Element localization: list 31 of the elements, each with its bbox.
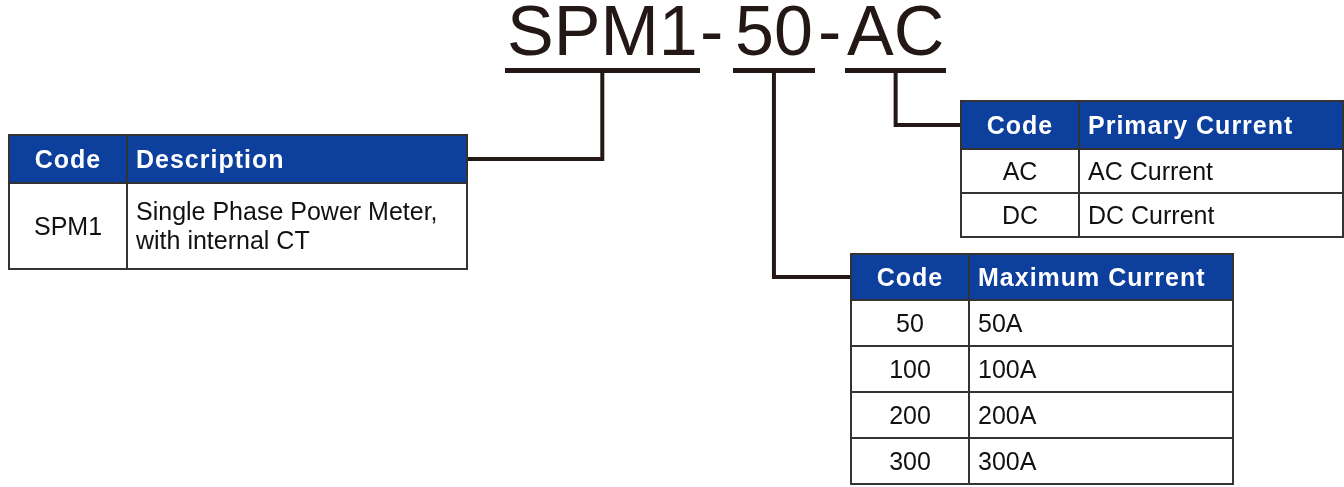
table-header-cell: Description (127, 135, 467, 183)
table-cell: 200 (851, 392, 969, 438)
table-cell: 100 (851, 346, 969, 392)
table-header-cell: Primary Current (1079, 101, 1343, 149)
table-cell: 50A (969, 300, 1233, 346)
table-cell: SPM1 (9, 183, 127, 269)
leader-line (468, 73, 605, 161)
leader-line (893, 73, 960, 127)
table-cell: 200A (969, 392, 1233, 438)
table-cell: DC Current (1079, 193, 1343, 237)
separator-text: - (700, 0, 724, 68)
table-cell: 100A (969, 346, 1233, 392)
table-header-cell: Code (851, 254, 969, 300)
leader-line (771, 73, 850, 279)
code-table (8, 134, 468, 270)
table-cell: 300 (851, 438, 969, 484)
separator-text: - (818, 0, 842, 68)
table-cell: DC (961, 193, 1079, 237)
code-segment: 50 (733, 0, 815, 73)
table-header-cell: Maximum Current (969, 254, 1233, 300)
code-segment: AC (845, 0, 947, 73)
table-cell: 300A (969, 438, 1233, 484)
table-header-cell: Code (9, 135, 127, 183)
code-segment: SPM1 (505, 0, 700, 73)
code-table (850, 253, 1234, 485)
table-cell: AC (961, 149, 1079, 193)
table-header-cell: Code (961, 101, 1079, 149)
table-cell: 50 (851, 300, 969, 346)
table-cell: AC Current (1079, 149, 1343, 193)
code-table (960, 100, 1344, 238)
table-cell: Single Phase Power Meter, with internal CT (127, 183, 467, 269)
